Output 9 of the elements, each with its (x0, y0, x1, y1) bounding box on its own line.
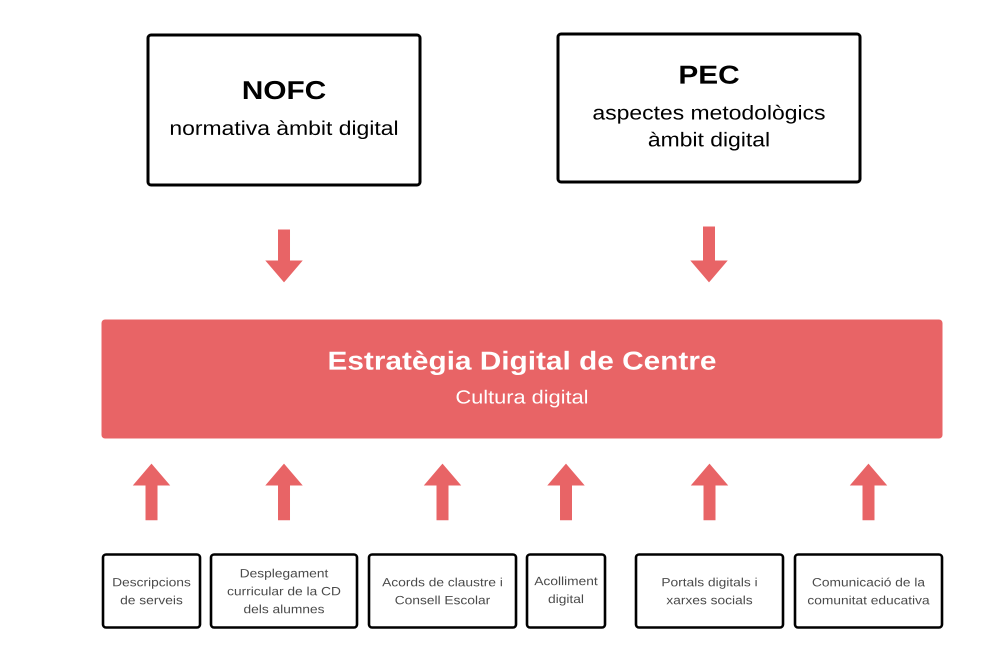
process-box: Desplegament curricular de la CD dels alumnes (210, 553, 358, 629)
process-box: Descripcions de serveis (102, 553, 202, 629)
title-band: Estratègia Digital de Centre Cultura digital (102, 320, 942, 438)
process-box: Acords de claustre i Consell Escolar (368, 553, 518, 629)
process-box: Acolliment digital (526, 553, 606, 629)
process-box: Portals digitals i xarxes socials (634, 553, 784, 629)
process-box: NOFC normativa àmbit digital (146, 34, 422, 186)
process-box: Comunicació de la comunitat educativa (794, 553, 944, 629)
process-box: PEC aspectes metodològics àmbit digital (556, 32, 862, 184)
